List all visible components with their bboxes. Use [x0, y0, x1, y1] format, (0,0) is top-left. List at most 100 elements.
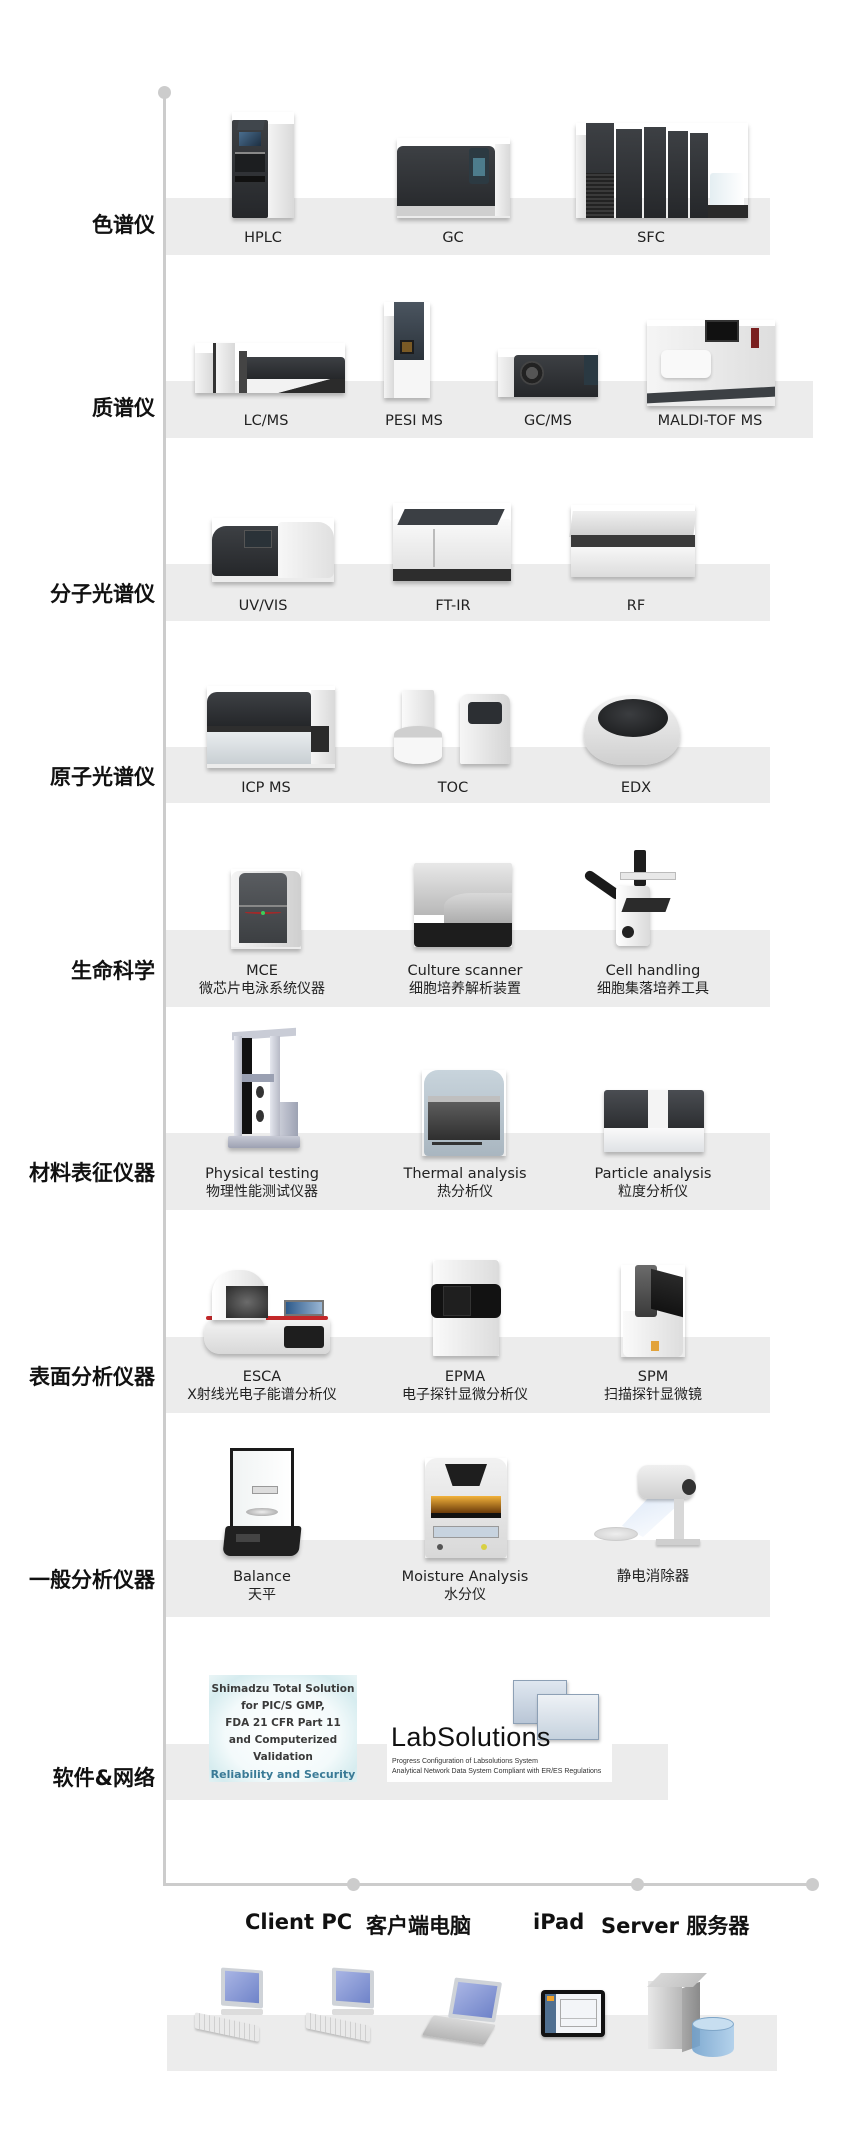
instrument-name-cn: 粒度分析仪 — [618, 1184, 688, 1200]
shimadzu-line: and Computerized — [228, 1734, 338, 1746]
instrument-name: SFC — [637, 230, 665, 246]
lcms-instrument-icon — [195, 343, 345, 393]
instrument-name-cn: 细胞培养解析装置 — [409, 981, 521, 997]
desktop-pc-icon — [193, 1967, 263, 2042]
desktop-pc-icon — [304, 1967, 374, 2042]
labsolutions-subtitle-2: Analytical Network Data System Compliant… — [392, 1768, 602, 1775]
server-label: Server 服务器 — [601, 1914, 750, 1938]
instrument-name: GC/MS — [524, 413, 572, 429]
instrument-name: Culture scanner — [407, 963, 523, 979]
instrument-item-spm: SPM 扫描探针显微镜 — [553, 1368, 753, 1404]
tablet-icon — [541, 1990, 605, 2037]
instrument-name: LC/MS — [243, 413, 289, 429]
mce-instrument-icon — [231, 869, 301, 949]
instrument-name: Moisture Analysis — [401, 1569, 529, 1585]
instrument-name: EPMA — [444, 1369, 486, 1385]
balance-instrument-icon — [222, 1448, 302, 1558]
cell-handling-microscope-icon — [580, 850, 676, 950]
instrument-item-cell-handling: Cell handling 细胞集落培养工具 — [553, 962, 753, 998]
instrument-item-epma: EPMA 电子探针显微分析仪 — [365, 1368, 565, 1404]
category-label: 分子光谱仪 — [50, 582, 155, 606]
shimadzu-line: Shimadzu Total Solution — [211, 1683, 355, 1695]
hplc-instrument-icon — [232, 112, 294, 218]
instrument-name-cn: 热分析仪 — [437, 1184, 493, 1200]
instrument-name: ICP MS — [241, 780, 291, 796]
axis-top-dot — [158, 86, 171, 99]
ipad-label: iPad — [533, 1910, 585, 1934]
category-label: 质谱仪 — [92, 396, 155, 420]
instrument-name-cn: 物理性能测试仪器 — [206, 1184, 318, 1200]
shimadzu-tagline: Reliability and Security — [210, 1768, 356, 1781]
instrument-name: GC — [442, 230, 464, 246]
vertical-axis-line — [163, 92, 166, 1886]
server-database-icon — [647, 1973, 738, 2061]
instrument-item-lcms: LC/MS — [166, 412, 366, 430]
instrument-item-maldi-tof-ms: MALDI-TOF MS — [610, 412, 810, 430]
shimadzu-line: for PIC/S GMP, — [241, 1700, 325, 1712]
particle-analysis-instrument-icon — [604, 1090, 704, 1152]
instrument-name: HPLC — [244, 230, 282, 246]
sfc-instrument-icon — [576, 123, 748, 218]
labsolutions-banner: LabSolutions Progress Configuration of L… — [387, 1680, 612, 1782]
instrument-item-particle-analysis: Particle analysis 粒度分析仪 — [553, 1165, 753, 1201]
edx-instrument-icon — [584, 695, 680, 765]
laptop-icon — [421, 1977, 503, 2050]
instrument-name: TOC — [437, 780, 469, 796]
instrument-item-toc: TOC — [353, 779, 553, 797]
shimadzu-line: FDA 21 CFR Part 11 — [225, 1717, 341, 1729]
instrument-name: ESCA — [242, 1369, 282, 1385]
instrument-name: MALDI-TOF MS — [657, 413, 763, 429]
horizontal-axis-line — [163, 1883, 815, 1886]
instrument-name-cn: 水分仪 — [444, 1587, 486, 1603]
instrument-item-mce: MCE 微芯片电泳系统仪器 — [162, 962, 362, 998]
rf-instrument-icon — [569, 505, 697, 577]
instrument-name-cn: 扫描探针显微镜 — [604, 1387, 702, 1403]
instrument-name: FT-IR — [435, 598, 471, 614]
category-label: 原子光谱仪 — [50, 765, 155, 789]
toc-instrument-icon — [394, 690, 514, 766]
instrument-item-icp-ms: ICP MS — [166, 779, 366, 797]
instrument-item-physical-testing: Physical testing 物理性能测试仪器 — [162, 1165, 362, 1201]
thermal-analysis-instrument-icon — [422, 1070, 506, 1156]
ionizer-static-eliminator-icon — [594, 1465, 706, 1553]
spm-instrument-icon — [621, 1265, 685, 1357]
category-label: 表面分析仪器 — [29, 1365, 155, 1389]
epma-instrument-icon — [431, 1260, 501, 1356]
shimadzu-total-solution-banner: Shimadzu Total Solution for PIC/S GMP, F… — [209, 1675, 357, 1782]
instrument-name: Thermal analysis — [403, 1166, 527, 1182]
instrument-item-balance: Balance 天平 — [162, 1568, 362, 1604]
esca-instrument-icon — [204, 1270, 330, 1356]
instrument-name: PESI MS — [385, 413, 443, 429]
category-label: 软件&网络 — [52, 1766, 155, 1790]
category-label: 一般分析仪器 — [29, 1568, 155, 1592]
instrument-item-hplc: HPLC — [163, 229, 363, 247]
instrument-name: Particle analysis — [594, 1166, 712, 1182]
instrument-name: Cell handling — [605, 963, 701, 979]
moisture-analyzer-instrument-icon — [425, 1458, 507, 1558]
instrument-item-edx: EDX — [536, 779, 736, 797]
instrument-item-uv-vis: UV/VIS — [163, 597, 363, 615]
instrument-item-ionizer: 静电消除器 — [553, 1568, 753, 1586]
instrument-item-pesi-ms: PESI MS — [314, 412, 514, 430]
labsolutions-subtitle-1: Progress Configuration of Labsolutions S… — [392, 1758, 538, 1765]
uv-vis-instrument-icon — [212, 518, 334, 582]
instrument-name: SPM — [637, 1369, 669, 1385]
instrument-item-thermal-analysis: Thermal analysis 热分析仪 — [365, 1165, 565, 1201]
physical-testing-instrument-icon — [226, 1027, 306, 1154]
instrument-name: EDX — [620, 780, 652, 796]
instrument-item-culture-scanner: Culture scanner 细胞培养解析装置 — [365, 962, 565, 998]
instrument-name-cn: 细胞集落培养工具 — [597, 981, 709, 997]
axis-dot-server — [806, 1878, 819, 1891]
instrument-name: Balance — [233, 1569, 291, 1585]
instrument-name: UV/VIS — [238, 598, 288, 614]
instrument-name: MCE — [246, 963, 278, 979]
instrument-name-cn: 电子探针显微分析仪 — [402, 1387, 528, 1403]
category-label: 色谱仪 — [92, 213, 155, 237]
instrument-name: RF — [626, 598, 646, 614]
instrument-name-cn: X射线光电子能谱分析仪 — [187, 1387, 337, 1403]
pesi-ms-instrument-icon — [384, 302, 430, 398]
category-label: 生命科学 — [71, 959, 155, 983]
gcms-instrument-icon — [498, 349, 598, 397]
instrument-name: Physical testing — [205, 1166, 319, 1182]
instrument-item-ft-ir: FT-IR — [353, 597, 553, 615]
